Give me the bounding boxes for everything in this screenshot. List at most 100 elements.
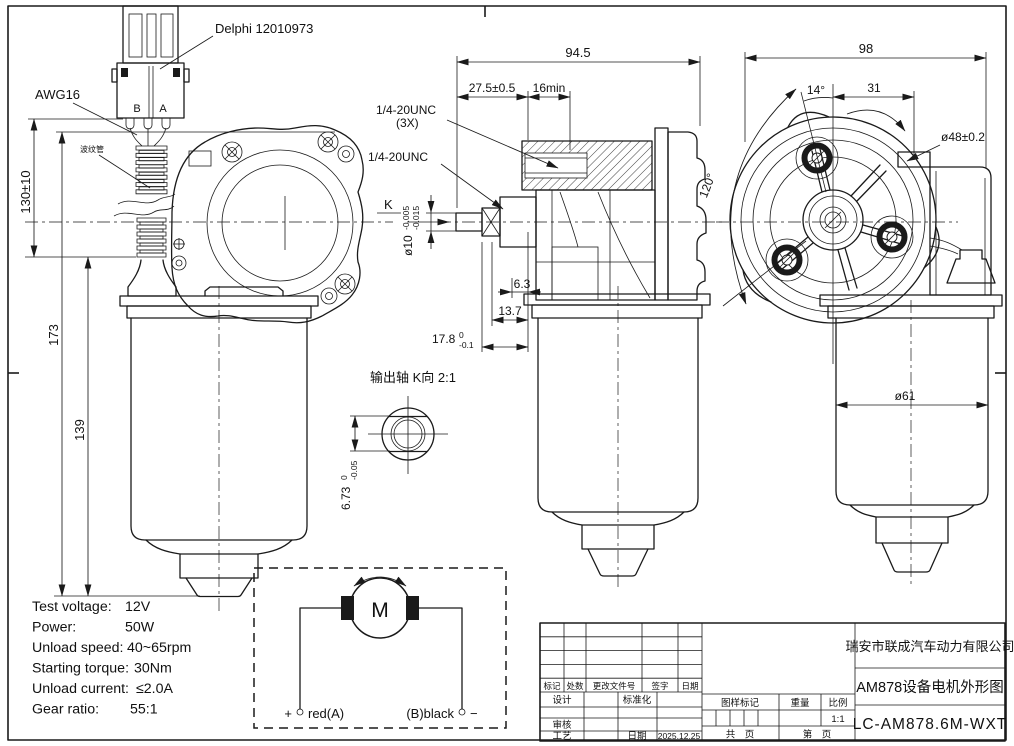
corrugated-tube (113, 145, 177, 297)
circuit-diagram: M + red(A) (B)black − (253, 567, 507, 729)
wire-gauge-label: AWG16 (35, 87, 80, 102)
brush-right (406, 596, 419, 620)
drawing-title: AM878设备电机外形图 (856, 679, 1003, 696)
side-view: 94.5 27.5±0.5 16min 1/4-20UNC (3X) 1/4-2… (368, 45, 711, 577)
shaft-detail-title: 输出轴 K向 2:1 (370, 370, 456, 385)
screw-icon (171, 131, 356, 305)
spec-value: 50W (125, 620, 155, 636)
gearbox-housing-front (170, 124, 364, 324)
rev-col-sign: 签字 (651, 681, 668, 691)
spec-label: Unload speed: (32, 640, 124, 656)
dim-shaft-tol-lower: -0.015 (411, 206, 421, 230)
page-num-label: 第 页 (803, 729, 832, 741)
dim-shaft-flats-tol-lower: -0.05 (349, 460, 359, 480)
dim-shaft-dia: ø10 (401, 235, 415, 256)
spec-value: 55:1 (130, 702, 158, 718)
motor-body-front (119, 286, 319, 598)
wire-a-label: red(A) (308, 706, 344, 721)
spec-value: 30Nm (134, 661, 172, 677)
front-dimensions: 130±10 173 139 (18, 118, 335, 597)
polarity-plus-label: + (284, 706, 292, 721)
wire-b-label: (B)black (406, 706, 454, 721)
connector: B A (111, 5, 190, 130)
spec-label: Gear ratio: (32, 702, 99, 718)
company-name: 瑞安市联成汽车动力有限公司 (845, 639, 1014, 654)
spec-label: Starting torque: (32, 661, 129, 677)
date-label: 日期 (627, 731, 646, 742)
title-block: 标记 处数 更改文件号 签字 日期 设计 标准化 审核 工艺 日期 2025.1… (539, 622, 1014, 742)
dim-17-8-tol-lower: -0.1 (459, 340, 474, 350)
rev-col-count: 处数 (566, 681, 584, 691)
spec-label: Unload current: (32, 681, 129, 697)
dim-shaft-flats-tol-upper: 0 (339, 475, 349, 480)
thread-callout-3x: 1/4-20UNC (376, 103, 436, 117)
dim-overall-width: 98 (859, 41, 873, 56)
view-k-label: K (384, 197, 393, 212)
spec-value: 12V (125, 599, 151, 615)
pin-b-label: B (133, 103, 140, 115)
centerlines (25, 221, 958, 612)
dim-shaft-tol-upper: -0.005 (401, 206, 411, 230)
output-shaft (455, 196, 537, 248)
spec-label: Test voltage: (32, 599, 112, 615)
terminal-a (296, 708, 304, 716)
total-pages-label: 共 页 (726, 730, 755, 741)
sig-process-label: 工艺 (552, 731, 571, 742)
dim-body-height: 139 (72, 419, 87, 441)
tube-label: 波纹管 (80, 144, 104, 154)
dim-can-dia: ø61 (895, 389, 916, 403)
dim-shaft-flats: 6.73 (339, 486, 353, 510)
dim-pilot-dia: ø48±0.2 (941, 130, 985, 144)
sig-review-label: 审核 (552, 719, 572, 731)
dim-angle-120: 120° (696, 171, 718, 199)
rear-dimensions: 98 31 14° ø48±0.2 120° ø61 (696, 41, 989, 409)
scale-value: 1:1 (831, 714, 844, 725)
spec-value: ≤2.0A (136, 681, 174, 697)
brush-left (341, 596, 354, 620)
motor-symbol-label: M (371, 599, 389, 622)
dim-overall-length: 94.5 (565, 45, 590, 60)
rotation-arrow-icon (353, 576, 407, 587)
rev-col-mark: 标记 (543, 681, 561, 691)
dim-mount-face: 27.5±0.5 (469, 81, 516, 95)
dim-angle-14: 14° (807, 83, 825, 97)
dim-6-3: 6.3 (514, 277, 531, 291)
thread-callout-2: 1/4-20UNC (368, 150, 428, 164)
dim-17-8: 17.8 (432, 332, 456, 346)
spec-label: Power: (32, 620, 76, 636)
sig-design-label: 设计 (552, 694, 572, 706)
part-number: LC-AM878.6M-WXT (853, 716, 1008, 733)
rev-col-date: 日期 (681, 681, 698, 691)
gearbox-face (729, 111, 940, 324)
circuit-wires (299, 607, 463, 710)
spec-value: 40~65rpm (127, 640, 191, 656)
weight-label: 重量 (790, 697, 810, 709)
dim-total-height: 173 (46, 324, 61, 346)
motor-housing-rear (819, 151, 1003, 573)
scale-label: 比例 (828, 697, 847, 709)
sig-standard-label: 标准化 (623, 694, 652, 706)
rear-view: 98 31 14° ø48±0.2 120° ø61 (696, 41, 1003, 573)
gearbox-housing-side (535, 127, 707, 301)
dim-cable-length: 130±10 (18, 170, 33, 213)
dim-31: 31 (867, 81, 881, 95)
polarity-minus-label: − (470, 706, 478, 721)
dim-17-8-tol-upper: 0 (459, 330, 464, 340)
connector-part-label: Delphi 12010973 (215, 21, 313, 36)
mark-label: 图样标记 (721, 697, 760, 709)
dim-13-7: 13.7 (498, 304, 522, 318)
side-dimensions: 94.5 27.5±0.5 16min 1/4-20UNC (3X) 1/4-2… (368, 45, 701, 352)
date-value: 2025.12.25 (658, 731, 701, 741)
sheet-frame (7, 5, 1007, 741)
thread-callout-qty: (3X) (396, 116, 419, 130)
connector-wires (129, 127, 167, 147)
thread-boss (521, 140, 653, 191)
motor-body-side (523, 293, 711, 577)
terminal-b (458, 708, 466, 716)
rev-col-doc: 更改文件号 (593, 681, 636, 691)
shaft-detail-view: 输出轴 K向 2:1 6.73 0 -0.05 (339, 370, 456, 510)
spec-table: Test voltage: 12V Power: 50W Unload spee… (32, 599, 191, 718)
dim-thread-depth: 16min (533, 81, 566, 95)
